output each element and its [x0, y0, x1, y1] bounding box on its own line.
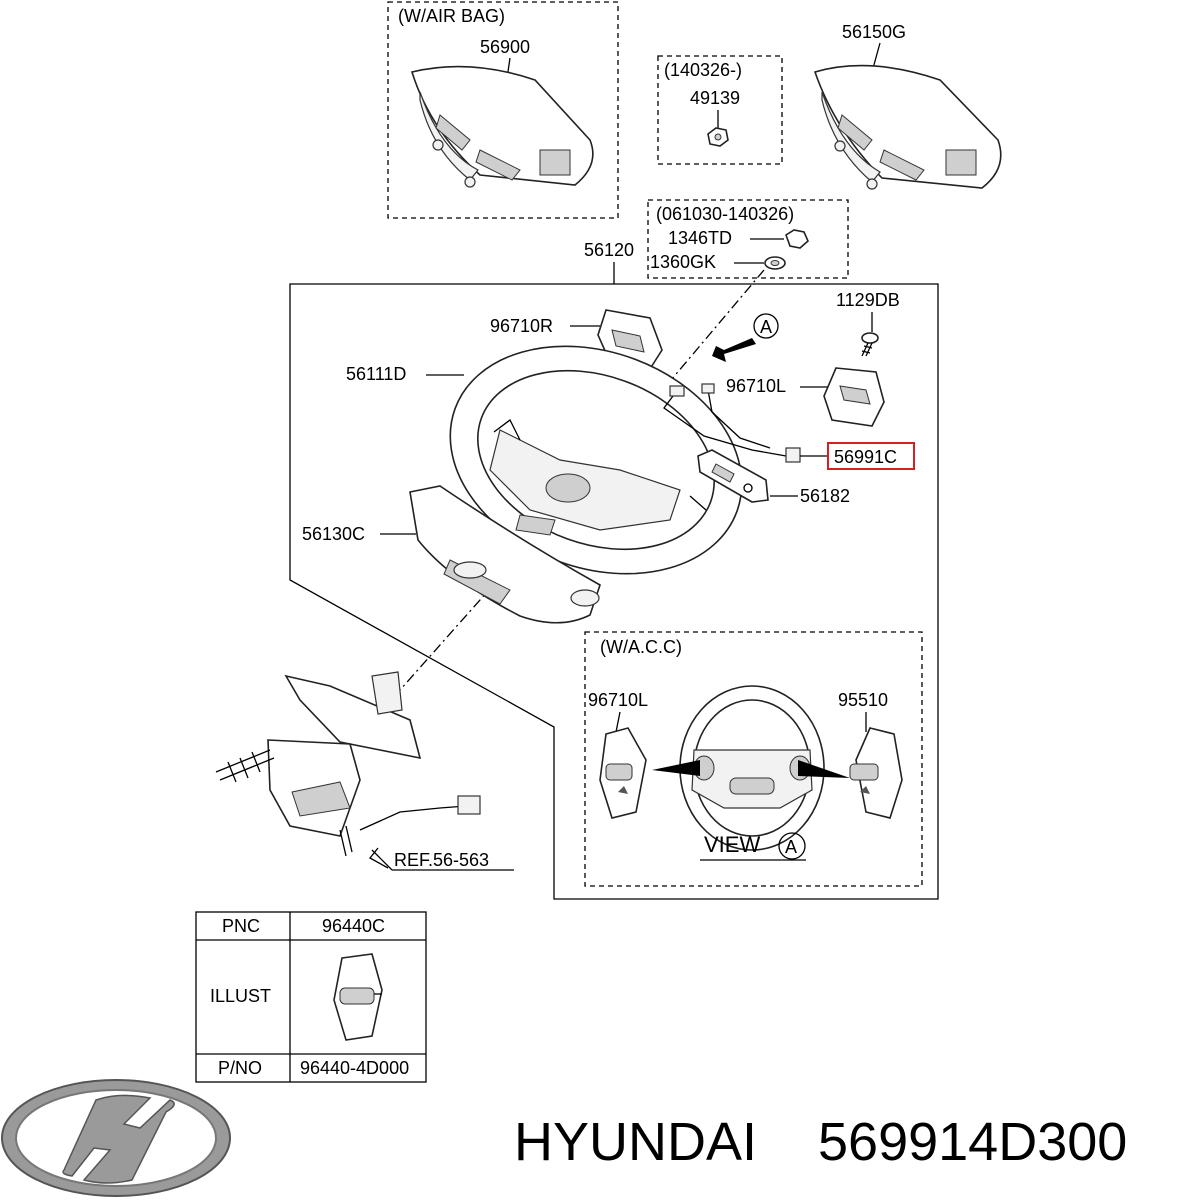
callout-56111D[interactable]: 56111D — [346, 364, 406, 384]
callout-96710R[interactable]: 96710R — [490, 316, 553, 336]
hyundai-logo-icon — [1, 1079, 231, 1197]
callout-49139[interactable]: 49139 — [690, 88, 740, 108]
callout-56900[interactable]: 56900 — [480, 37, 530, 57]
callout-56182[interactable]: 56182 — [800, 486, 850, 506]
callout-1129DB[interactable]: 1129DB — [836, 290, 900, 310]
date-group-box-2 — [647, 199, 849, 279]
airbag-group-box — [387, 1, 619, 219]
table-illust-label: ILLUST — [210, 986, 271, 1006]
ref-label: REF.56-563 — [394, 850, 489, 870]
table-pnc-label: PNC — [222, 916, 260, 936]
callout-1346TD[interactable]: 1346TD — [668, 228, 732, 248]
table-pnc-value: 96440C — [322, 916, 385, 936]
parts-table: PNC 96440C ILLUST P/NO 96440-4D000 — [195, 911, 427, 1083]
callout-56130C[interactable]: 56130C — [302, 524, 365, 544]
view-a-marker: A — [785, 837, 797, 857]
acc-group-box — [584, 631, 923, 887]
screw-1129DB — [861, 332, 879, 357]
brand-name: HYUNDAI — [514, 1112, 757, 1172]
brand-part-number: 569914D300 — [818, 1112, 1127, 1172]
date-group-label-2: (061030-140326) — [656, 204, 794, 224]
date-group-box-1 — [657, 55, 783, 165]
view-a-steering-wheel — [652, 685, 850, 851]
view-a-arrow: A — [712, 313, 779, 362]
nut-1346TD — [785, 229, 809, 249]
wiring-harness-56991C — [663, 383, 801, 463]
table-pno-value: 96440-4D000 — [300, 1058, 409, 1078]
callout-96710L-acc[interactable]: 96710L — [588, 690, 648, 710]
bracket-56182 — [697, 449, 769, 503]
acc-switch-right — [849, 727, 903, 819]
steering-wheel-56111D — [449, 345, 743, 575]
callout-95510[interactable]: 95510 — [838, 690, 888, 710]
nut-49139 — [707, 127, 729, 147]
illust-switch-image — [333, 953, 383, 1041]
callout-56150G[interactable]: 56150G — [842, 22, 906, 42]
cover-56130C — [409, 485, 601, 624]
callout-56991C[interactable]: 56991C — [834, 447, 897, 467]
main-assembly-box — [289, 283, 939, 900]
airbag-module-56900 — [410, 65, 594, 188]
airbag-module-56150G — [813, 64, 1002, 190]
steering-column — [215, 671, 481, 857]
callout-96710L[interactable]: 96710L — [726, 376, 786, 396]
acc-group-label: (W/A.C.C) — [600, 637, 682, 657]
view-a-label: VIEW — [704, 832, 760, 857]
callout-1360GK[interactable]: 1360GK — [650, 252, 716, 272]
table-pno-label: P/NO — [218, 1058, 262, 1078]
acc-switch-left — [599, 727, 647, 819]
highlight-box-56991C — [827, 442, 915, 470]
airbag-group-label: (W/AIR BAG) — [398, 6, 505, 26]
date-group-label-1: (140326-) — [664, 60, 742, 80]
arrow-a-marker: A — [760, 317, 772, 337]
switch-96710L — [823, 367, 885, 427]
callout-56120[interactable]: 56120 — [584, 240, 634, 260]
